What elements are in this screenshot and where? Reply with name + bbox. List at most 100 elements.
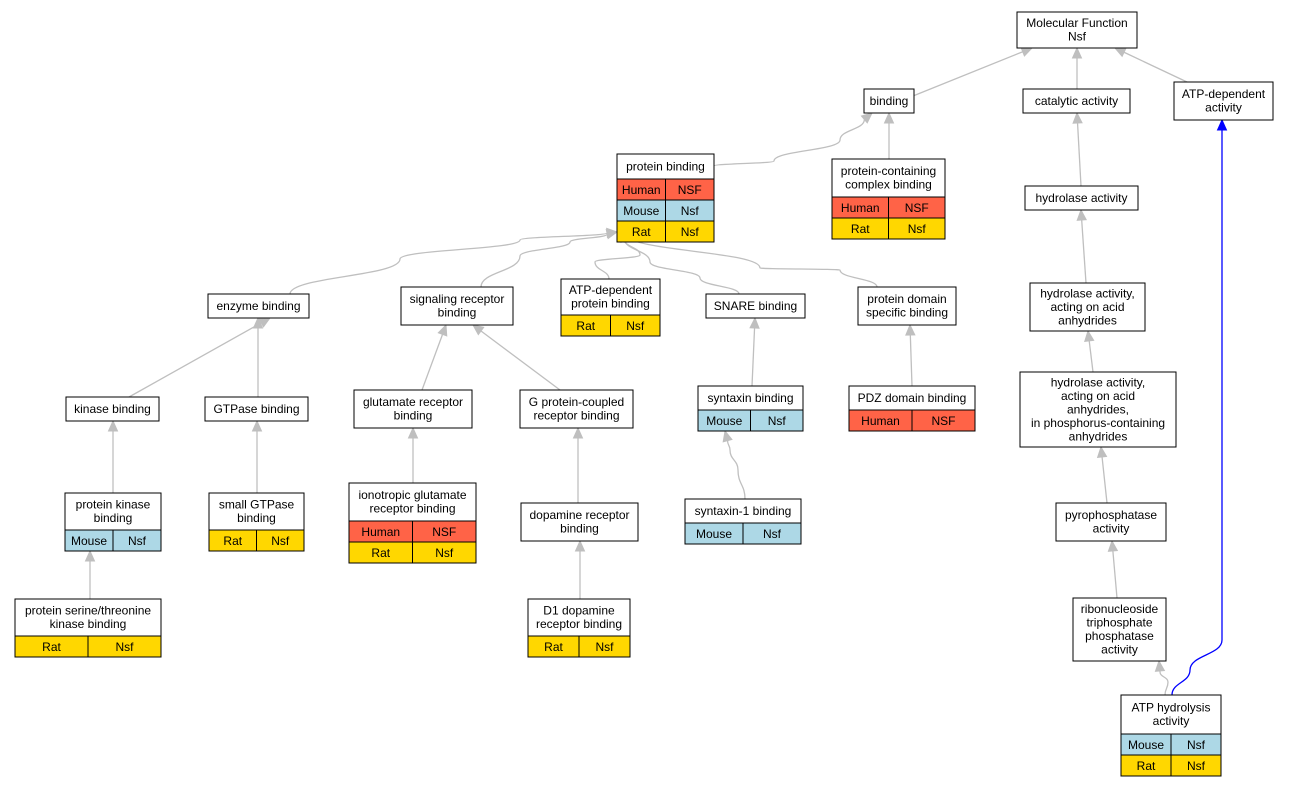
node-label-line: protein kinase [76, 498, 151, 512]
arrowhead [84, 549, 96, 562]
gene-label: Nsf [128, 534, 147, 548]
edge-protein_binding-to-binding [713, 112, 873, 167]
node-label-line: receptor binding [533, 409, 619, 423]
go-term-node-gtpase[interactable]: GTPase binding [204, 396, 309, 422]
edge-line [1123, 51, 1188, 83]
go-term-node-hyd_acid[interactable]: hydrolase activity,acting on acidanhydri… [1029, 282, 1146, 332]
species-label: Rat [371, 546, 390, 560]
node-label-line: activity [1101, 643, 1138, 657]
node-label-line: anhydrides, [1067, 402, 1129, 416]
node-label-line: receptor binding [536, 617, 622, 631]
edge-syntaxin-to-snare [749, 316, 760, 387]
edge-line [713, 119, 866, 167]
node-box [65, 396, 160, 422]
edge-line [421, 334, 444, 391]
go-term-node-binding[interactable]: binding [863, 88, 915, 114]
arrowhead [1107, 539, 1119, 552]
gene-cell [665, 220, 715, 243]
edge-line [1076, 122, 1082, 187]
species-label: Rat [544, 640, 563, 654]
edge-atph-to-atpdep [1171, 118, 1228, 696]
go-term-node-hyd_p[interactable]: hydrolase activity,acting on acidanhydri… [1019, 371, 1177, 448]
node-label-line: ATP hydrolysis [1132, 701, 1211, 715]
edge-pccb-to-binding [883, 111, 895, 159]
arrowhead [860, 112, 873, 124]
node-label-line: protein-containing [841, 164, 936, 178]
node-label-line: G protein-coupled [529, 395, 624, 409]
go-term-node-enzyme[interactable]: enzyme binding [207, 293, 310, 319]
node-label-line: specific binding [866, 306, 948, 320]
node-label-line: protein domain [867, 292, 946, 306]
gene-label: Nsf [908, 222, 927, 236]
gene-cell [911, 409, 976, 432]
go-term-node-catalytic[interactable]: catalytic activity [1022, 88, 1131, 114]
gene-label: Nsf [596, 640, 615, 654]
go-term-node-hydrolase[interactable]: hydrolase activity [1024, 185, 1139, 211]
arrowhead [107, 419, 119, 432]
arrowhead [1072, 111, 1083, 124]
arrowhead [1154, 659, 1166, 672]
arrowhead [1076, 208, 1087, 221]
edge-line [480, 233, 608, 288]
edge-pdz-to-pdsb [905, 323, 916, 387]
species-label: Human [361, 525, 400, 539]
arrowhead [1113, 47, 1127, 58]
gene-cell [412, 541, 477, 564]
edge-hydrolase-to-catalytic [1072, 111, 1083, 187]
node-label-line: hydrolase activity [1035, 191, 1127, 205]
edge-line [1088, 340, 1094, 373]
node-label-line: Molecular Function [1026, 16, 1127, 30]
node-label-line: protein binding [571, 297, 650, 311]
species-label: Mouse [623, 204, 659, 218]
arrowhead [749, 316, 760, 329]
node-label-line: kinase binding [50, 617, 127, 631]
go-term-node-snare[interactable]: SNARE binding [705, 293, 806, 319]
gene-cell [750, 409, 804, 432]
node-label-line: kinase binding [74, 402, 151, 416]
gene-label: Nsf [435, 546, 454, 560]
edge-rntp-to-pyro [1107, 539, 1119, 599]
edge-line [1171, 130, 1223, 696]
species-label: Rat [42, 640, 61, 654]
go-term-node-rntp[interactable]: ribonucleosidetriphosphatephosphataseact… [1072, 597, 1167, 662]
node-label-line: binding [870, 94, 909, 108]
edge-signaling-to-protein_binding [480, 229, 619, 288]
node-label-line: D1 dopamine [543, 604, 615, 618]
node-label-line: ATP-dependent [1182, 87, 1266, 101]
node-label-line: binding [94, 511, 133, 525]
species-label: Rat [1137, 759, 1156, 773]
go-term-node-kinase[interactable]: kinase binding [65, 396, 160, 422]
gene-cell [87, 635, 162, 658]
edge-line [909, 334, 913, 387]
node-label-line: Nsf [1068, 30, 1087, 44]
edge-atph-to-rntp [1154, 659, 1169, 696]
node-label-line: small GTPase [219, 498, 295, 512]
node-box [863, 88, 915, 114]
species-label: Mouse [706, 414, 742, 428]
arrowhead [407, 426, 419, 439]
node-box [1022, 88, 1131, 114]
edge-line [1112, 550, 1118, 599]
node-box [1173, 81, 1274, 121]
